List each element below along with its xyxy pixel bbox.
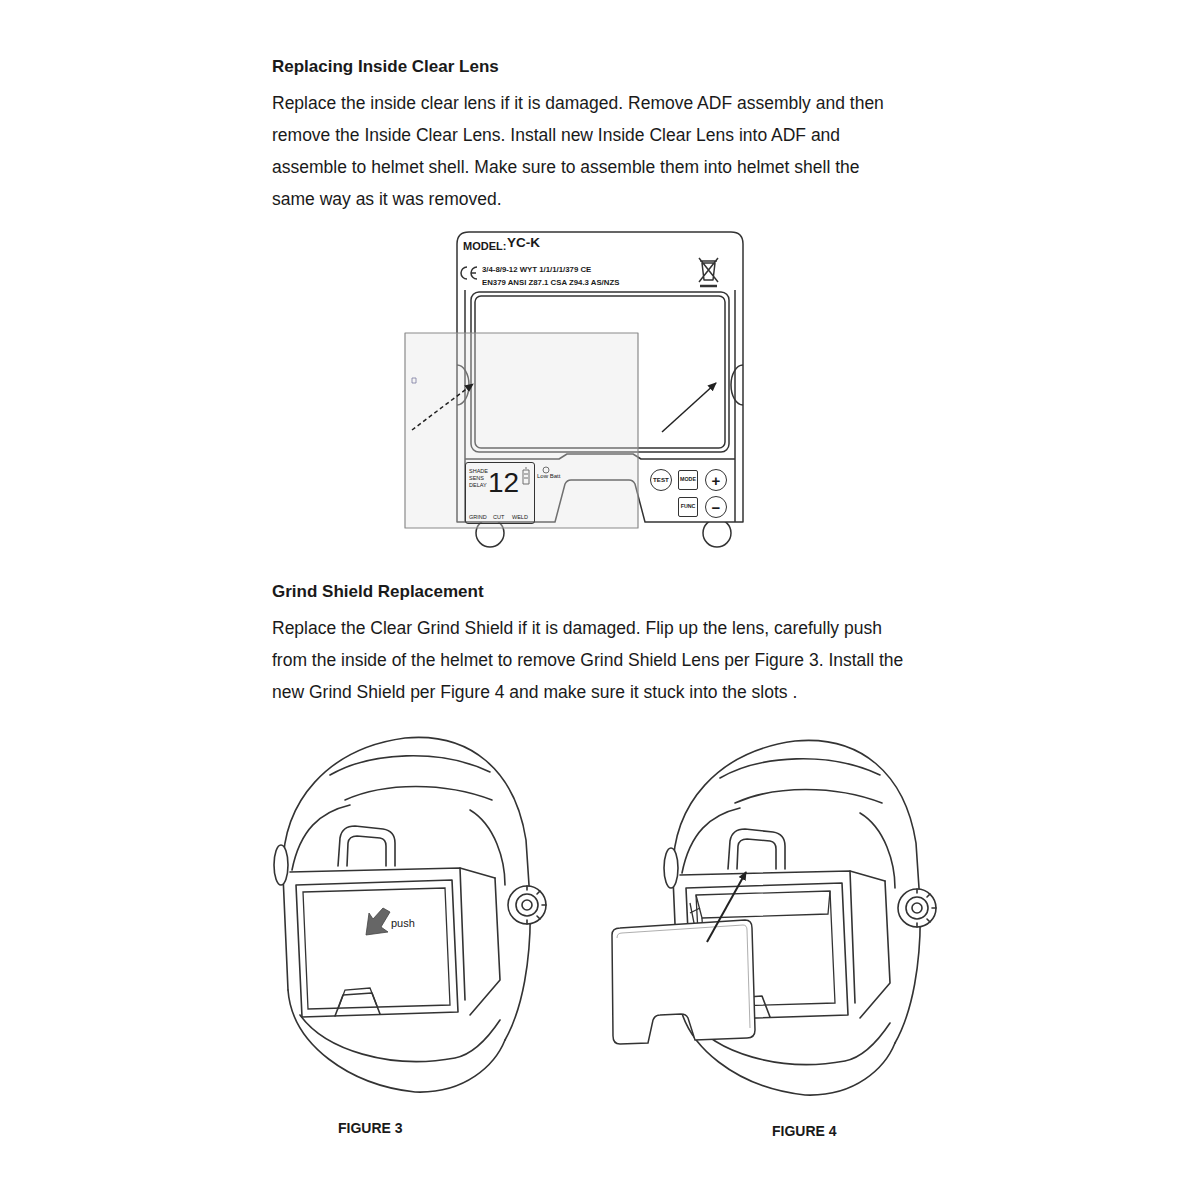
action-label: push xyxy=(391,917,415,930)
mode-indicator: WELD xyxy=(512,514,528,520)
button-label: TEST xyxy=(653,477,669,483)
shade-digits: 12 xyxy=(488,468,519,499)
indicator-label: Low Batt xyxy=(537,473,560,480)
figure-caption: FIGURE 4 xyxy=(772,1123,837,1140)
mode-indicator: GRIND xyxy=(469,514,487,520)
button-label: + xyxy=(712,473,721,488)
mode-indicator: DELAY xyxy=(469,482,487,488)
button-label: − xyxy=(712,500,721,515)
func-button: FUNC xyxy=(678,497,698,517)
minus-button: − xyxy=(705,496,727,518)
test-button: TEST xyxy=(650,469,672,491)
figure-caption: FIGURE 3 xyxy=(338,1120,403,1137)
body-paragraph: Replace the Clear Grind Shield if it is … xyxy=(272,612,917,708)
button-label: MODE xyxy=(680,477,696,482)
model-label: MODEL: xyxy=(463,240,506,252)
mode-indicator: SHADE xyxy=(469,468,488,474)
adf-cartridge: MODEL:YC-K 3/4-8/9-12 WYT 1/1/1/1/379 CE E… xyxy=(455,230,745,530)
standards-code: EN379 ANSI Z87.1 CSA Z94.3 AS/NZS xyxy=(482,279,619,288)
section-heading: Replacing Inside Clear Lens xyxy=(272,57,499,77)
lcd-display: SHADESENSDELAY12GRIND CUT WELD xyxy=(465,462,535,524)
mode-button: MODE xyxy=(678,470,698,490)
body-paragraph: Replace the inside clear lens if it is d… xyxy=(272,87,884,215)
model-number: YC-K xyxy=(507,236,540,251)
plus-button: + xyxy=(705,469,727,491)
rating-code: 3/4-8/9-12 WYT 1/1/1/1/379 CE xyxy=(482,266,591,275)
mode-indicator: CUT xyxy=(493,514,504,520)
section-heading: Grind Shield Replacement xyxy=(272,582,484,602)
mode-indicator: SENS xyxy=(469,475,484,481)
button-label: FUNC xyxy=(681,504,696,509)
